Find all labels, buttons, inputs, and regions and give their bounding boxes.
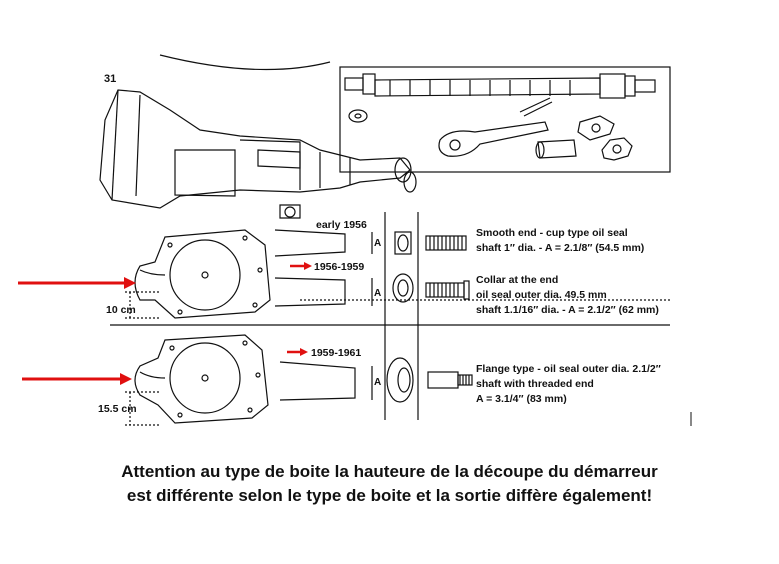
desc-2-line-1: Collar at the end	[476, 274, 558, 286]
seal-flange	[386, 357, 414, 403]
figure-number: 31	[104, 73, 116, 85]
year-label-1959-1961: 1959-1961	[311, 347, 361, 359]
arrow-cutout-1	[18, 277, 136, 289]
arrow-year-1956-1959	[290, 262, 312, 270]
shaft-smooth-end	[425, 235, 467, 251]
shaft-assembly	[344, 73, 656, 161]
desc-1-line-1: Smooth end - cup type oil seal	[476, 227, 628, 239]
caption-line-2: est différente selon le type de boite et…	[126, 486, 653, 505]
desc-2-line-3: shaft 1.1/16″ dia. - A = 2.1/2″ (62 mm)	[476, 304, 659, 316]
seal-cup	[394, 231, 412, 255]
desc-3-line-1: Flange type - oil seal outer dia. 2.1/2″	[476, 363, 661, 375]
desc-1-line-2: shaft 1″ dia. - A = 2.1/8″ (54.5 mm)	[476, 242, 644, 254]
year-label-1956-1959: 1956-1959	[314, 261, 364, 273]
dim-label-a-3: A	[374, 377, 381, 388]
top-arc-fragment	[159, 54, 331, 71]
shaft-tail-2	[274, 277, 373, 307]
arrow-year-1959-1961	[287, 348, 308, 356]
dim-label-a-1: A	[374, 238, 381, 249]
shaft-collar-end	[425, 280, 470, 300]
desc-2-line-2: oil seal outer dia. 49.5 mm	[476, 289, 607, 301]
bell-housing-1956-1959	[125, 229, 271, 319]
shaft-tail-1	[274, 229, 373, 257]
bell-housing-1959-1961	[125, 334, 269, 426]
desc-3-line-2: shaft with threaded end	[476, 378, 594, 390]
desc-3-line-3: A = 3.1/4″ (83 mm)	[476, 393, 567, 405]
arrow-cutout-2	[22, 373, 132, 385]
seal-collar	[392, 273, 414, 303]
shaft-threaded-end	[427, 371, 473, 389]
shaft-tail-3	[279, 361, 373, 401]
caption-line-1: Attention au type de boite la hauteure d…	[121, 462, 658, 481]
gearbox-body	[99, 89, 417, 219]
shaft-detail-box	[339, 66, 671, 173]
dim-label-a-2: A	[374, 288, 381, 299]
red-arrows	[18, 262, 312, 385]
year-label-early-1956: early 1956	[316, 219, 367, 231]
cutout-height-15-5cm: 15.5 cm	[98, 403, 137, 415]
cutout-height-10cm: 10 cm	[106, 304, 136, 316]
